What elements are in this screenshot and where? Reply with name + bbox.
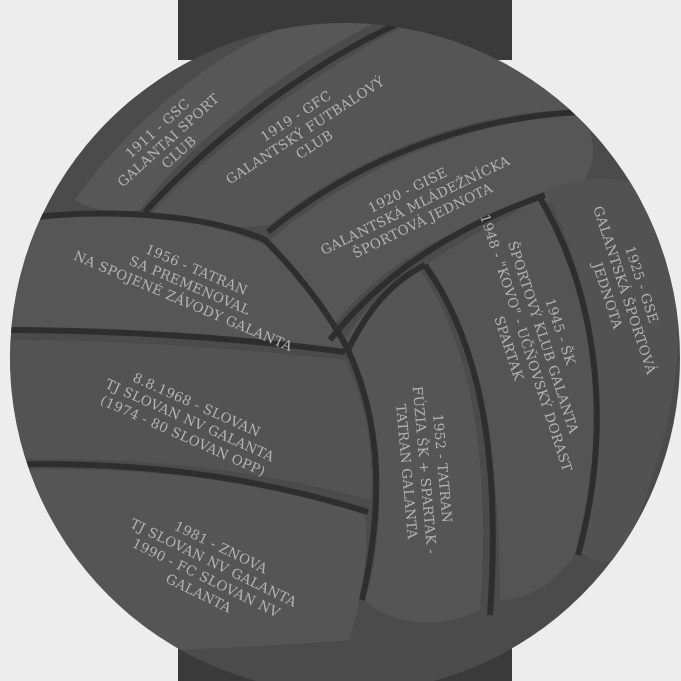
- ball-diagram: 1911 - GSCGALANTAI SPORTCLUB1919 - GFCGA…: [0, 0, 681, 681]
- ball-svg: 1911 - GSCGALANTAI SPORTCLUB1919 - GFCGA…: [0, 0, 681, 681]
